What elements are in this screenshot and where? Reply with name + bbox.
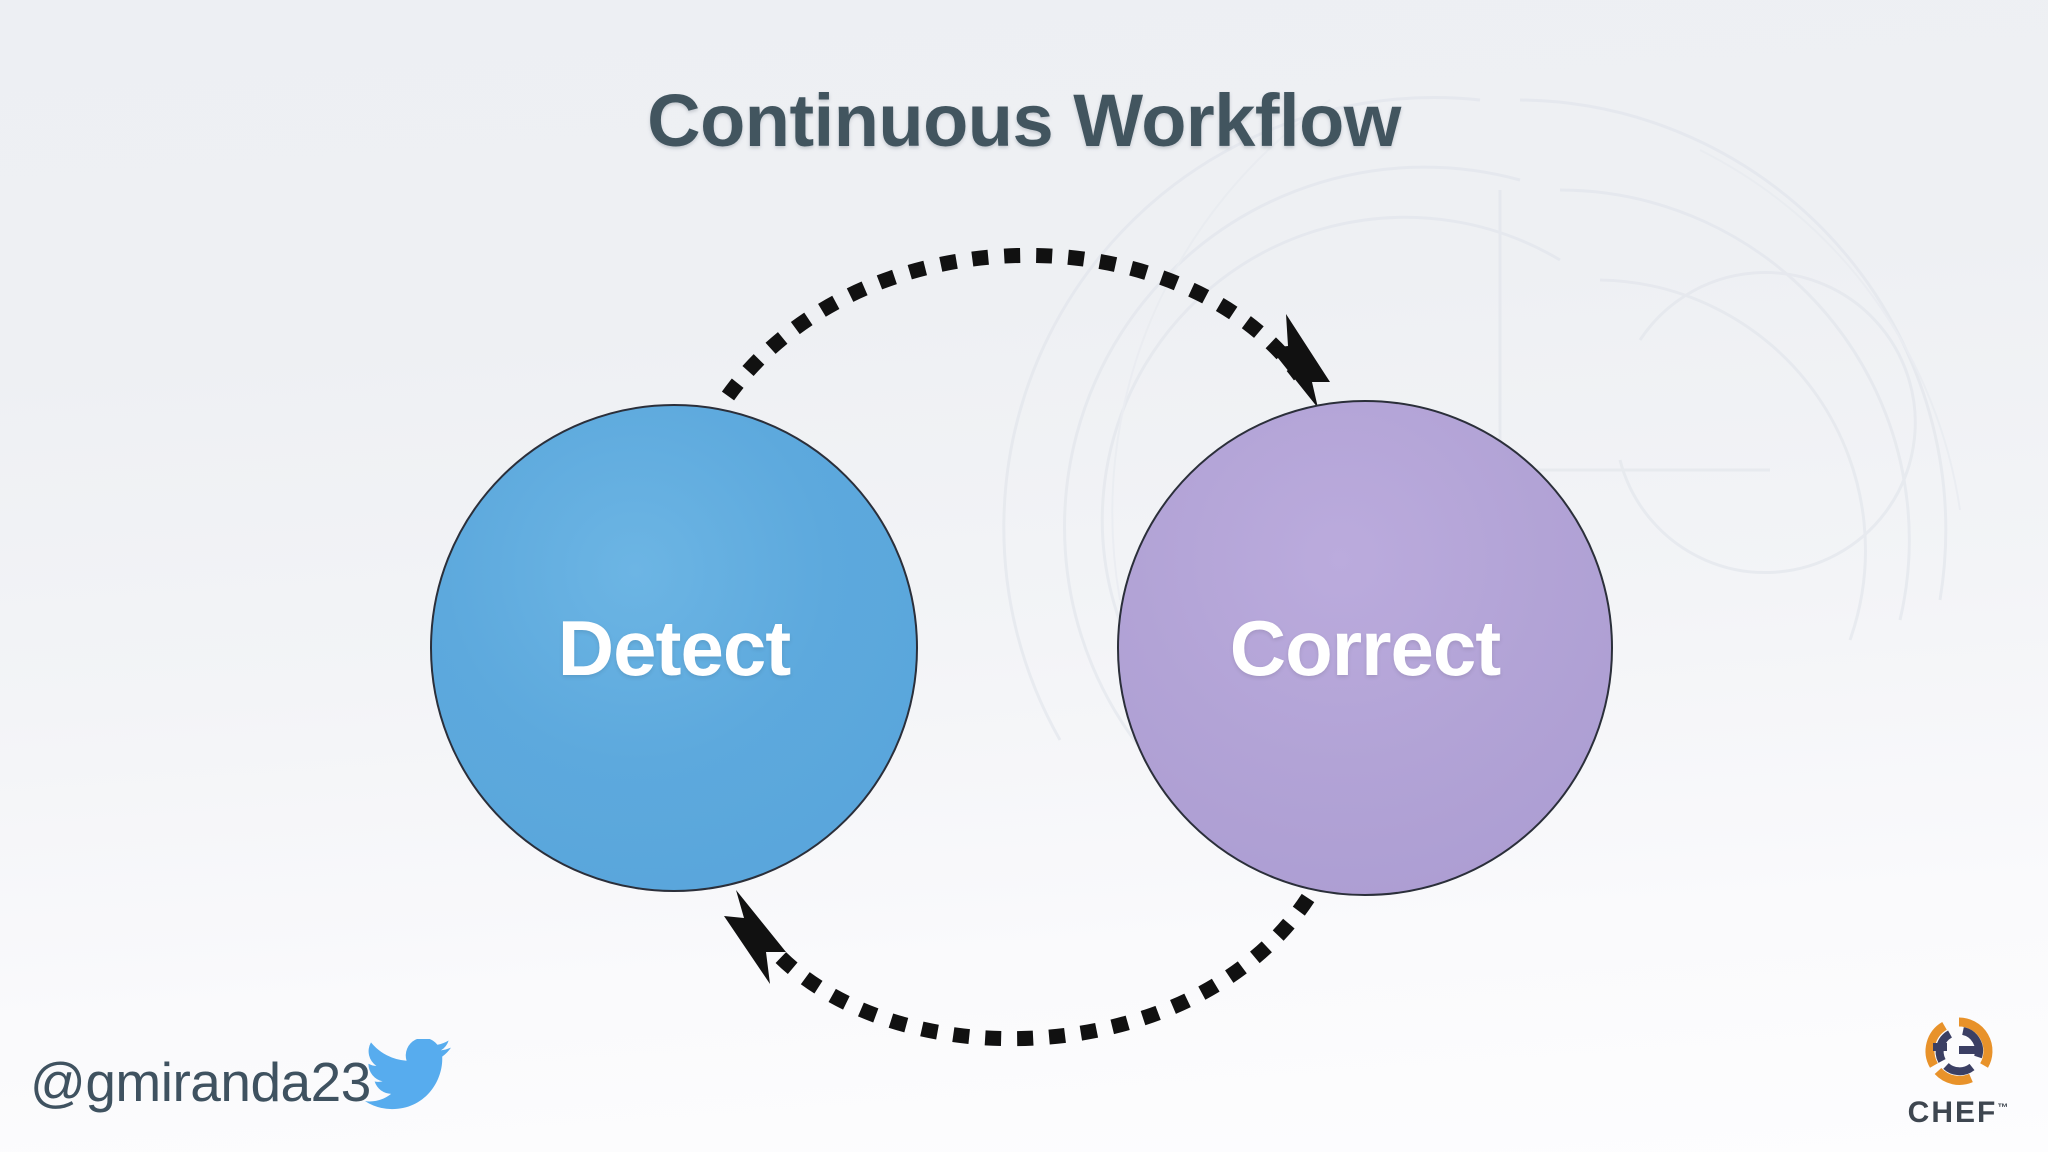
chef-trademark: ™	[1997, 1102, 2011, 1114]
connector-detect-to-correct	[721, 248, 1330, 408]
chef-logo: CHEF™	[1904, 1017, 2014, 1130]
node-detect-label: Detect	[557, 604, 791, 692]
twitter-icon[interactable]	[364, 1039, 451, 1111]
chef-wordmark: CHEF™	[1904, 1096, 2014, 1130]
chef-mark-icon	[1925, 1017, 1993, 1085]
node-correct[interactable]: Correct	[1117, 400, 1613, 896]
twitter-handle[interactable]: @gmiranda23	[30, 1039, 451, 1125]
connector-correct-to-detect	[724, 890, 1315, 1047]
node-correct-label: Correct	[1229, 604, 1501, 692]
chef-wordmark-text: CHEF	[1907, 1096, 1998, 1129]
node-detect[interactable]: Detect	[430, 404, 918, 892]
twitter-handle-text: @gmiranda23	[30, 1051, 371, 1113]
page-title: Continuous Workflow	[647, 79, 1401, 162]
